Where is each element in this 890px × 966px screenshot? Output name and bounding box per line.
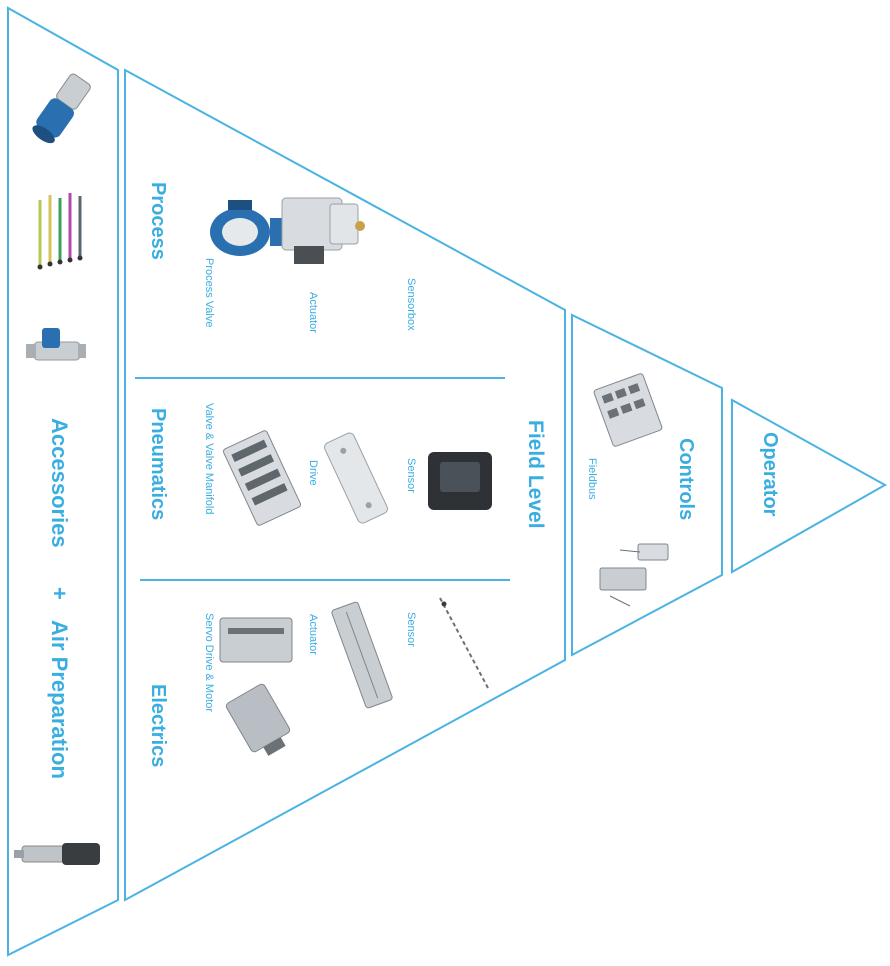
pneumatics-title: Pneumatics (147, 408, 169, 520)
electrics-actuator-label: Actuator (307, 614, 319, 655)
controls-trapezoid (571, 313, 723, 657)
motor-image (225, 683, 291, 756)
sensorbox-image (329, 203, 365, 245)
pneumatics-sensor-image (428, 452, 492, 510)
plus-sign: + (47, 587, 72, 600)
process-actuator-image (281, 197, 343, 264)
electrics-sensor-label: Sensor (405, 612, 417, 647)
drive-label: Drive (307, 460, 319, 486)
electrics-sensor-image (439, 597, 489, 689)
fieldbus-label: Fieldbus (586, 458, 598, 500)
air-preparation-title: Air Preparation (47, 620, 72, 779)
t-fitting-image (26, 328, 86, 361)
drive-image (324, 432, 388, 524)
process-valve-image (210, 200, 290, 256)
valve-manifold-image (222, 430, 302, 526)
field-level-triangle (124, 68, 566, 902)
process-actuator-label: Actuator (307, 292, 319, 333)
tubes-image (37, 193, 83, 270)
accessories-triangle (7, 6, 119, 957)
elbow-fitting-image (32, 73, 91, 144)
operator-triangle (731, 398, 888, 574)
process-title: Process (147, 182, 169, 260)
pneumatics-sensor-label: Sensor (405, 458, 417, 493)
fieldbus-modules-image (599, 543, 669, 607)
electrics-title: Electrics (147, 684, 169, 767)
field-level-title: Field Level (524, 420, 547, 529)
controller-image (593, 373, 663, 447)
air-preparation-unit-image (14, 843, 100, 865)
electrics-actuator-image (331, 601, 393, 709)
controls-title: Controls (675, 438, 697, 520)
valve-manifold-label: Valve & Valve Manifold (203, 403, 215, 514)
servo-drive-label: Servo Drive & Motor (203, 613, 215, 712)
accessories-title: Accessories (47, 418, 72, 548)
process-valve-label: Process Valve (203, 258, 215, 328)
sensorbox-label: Sensorbox (405, 278, 417, 331)
servo-drive-image (219, 617, 293, 663)
operator-title: Operator (759, 432, 781, 517)
